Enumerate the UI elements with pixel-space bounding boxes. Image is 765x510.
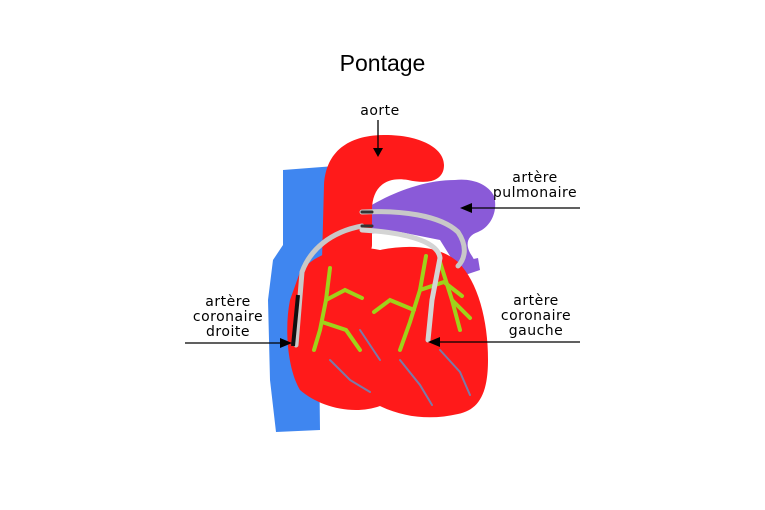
heart bbox=[287, 246, 488, 418]
label-artere-coronaire-gauche: artère coronaire gauche bbox=[500, 293, 572, 339]
coronary-veins bbox=[329, 329, 471, 406]
label-artere-coronaire-droite: artère coronaire droite bbox=[192, 294, 264, 340]
label-aorte: aorte bbox=[360, 103, 400, 119]
right-coronary-graft bbox=[291, 294, 300, 347]
diagram-title: Pontage bbox=[339, 50, 426, 76]
label-arrows bbox=[185, 120, 580, 348]
coronary-vessels bbox=[312, 254, 472, 352]
label-artere-pulmonaire: artère pulmonaire bbox=[492, 170, 578, 201]
pulmonary-artery bbox=[360, 179, 496, 274]
bypass-grafts bbox=[293, 209, 467, 348]
